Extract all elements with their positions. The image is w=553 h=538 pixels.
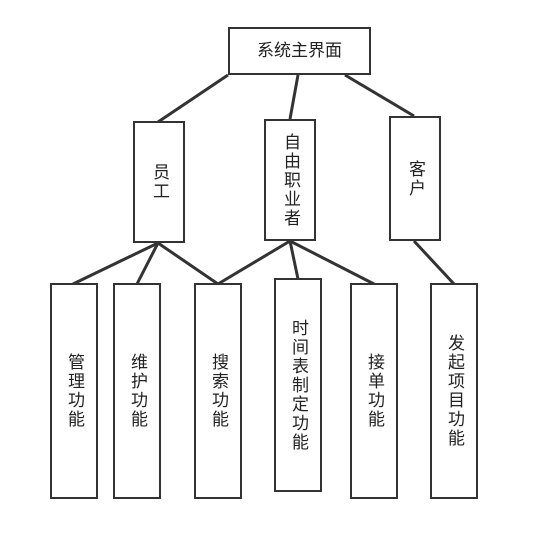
- function-node-maintain: 维护功能: [113, 283, 161, 499]
- role-node-employee: 员工: [133, 121, 185, 243]
- role-node-freelancer: 自由职业者: [264, 119, 316, 241]
- function-label-accept: 接单功能: [364, 353, 384, 429]
- function-node-search: 搜索功能: [194, 283, 242, 499]
- role-label-freelancer: 自由职业者: [280, 132, 300, 228]
- edge-employee-search: [157, 241, 219, 286]
- function-label-schedule: 时间表制定功能: [288, 318, 308, 452]
- edge-employee-maintain: [135, 242, 160, 285]
- edge-client-initiate: [412, 239, 456, 286]
- edge-freelancer-accept: [289, 239, 375, 286]
- role-node-client: 客户: [389, 116, 441, 241]
- edge-freelancer-schedule: [288, 240, 300, 280]
- edge-root-client: [344, 73, 415, 118]
- function-label-initiate: 发起项目功能: [444, 334, 464, 448]
- function-node-accept: 接单功能: [350, 283, 398, 499]
- function-label-maintain: 维护功能: [127, 353, 147, 429]
- edge-root-employee: [157, 73, 229, 124]
- role-label-client: 客户: [405, 159, 425, 198]
- root-node: 系统主界面: [228, 27, 371, 75]
- function-node-initiate: 发起项目功能: [430, 283, 478, 499]
- function-label-manage: 管理功能: [64, 353, 84, 429]
- function-node-schedule: 时间表制定功能: [274, 278, 322, 492]
- root-label: 系统主界面: [257, 41, 342, 61]
- edge-employee-manage: [72, 241, 159, 286]
- function-label-search: 搜索功能: [208, 353, 228, 429]
- edge-root-freelancer: [288, 74, 300, 120]
- role-label-employee: 员工: [149, 163, 169, 201]
- edge-freelancer-search: [217, 239, 291, 286]
- function-node-manage: 管理功能: [50, 283, 98, 499]
